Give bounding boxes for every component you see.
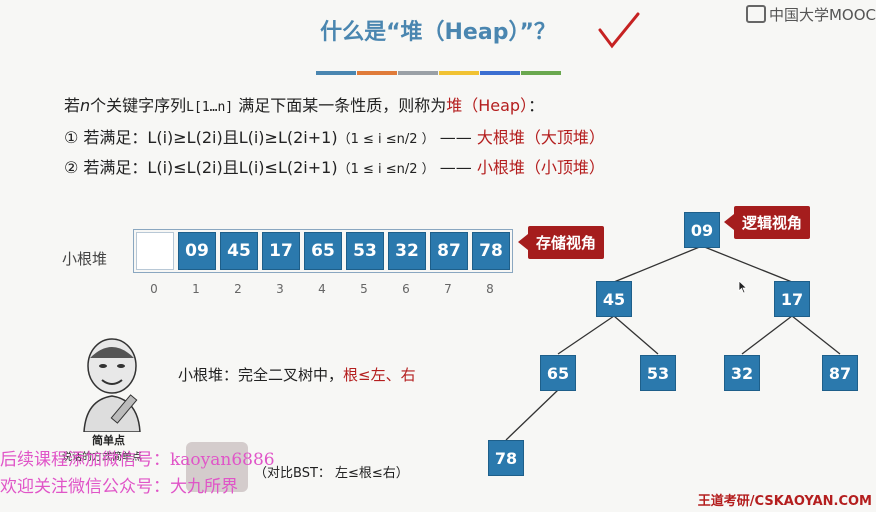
array-index: 6	[402, 282, 410, 296]
array-index: 7	[444, 282, 452, 296]
footer-brand: 王道考研/CSKAOYAN.COM	[697, 494, 872, 509]
definition-line-2: ① 若满足：L(i)≥L(2i)且L(i)≥L(2i+1)（1 ≤ i ≤n/2…	[64, 128, 605, 147]
mooc-logo: 中国大学MOOC	[745, 4, 876, 25]
accent-color-bar	[316, 60, 562, 79]
accent-swatch	[357, 71, 397, 75]
accent-swatch	[521, 71, 561, 75]
array-label: 小根堆	[62, 250, 108, 268]
tree-node-root: 09	[684, 212, 720, 248]
storage-view-tag: 存储视角	[528, 226, 605, 259]
array-index: 8	[486, 282, 494, 296]
array-index: 5	[360, 282, 368, 296]
array-cell	[136, 232, 174, 270]
array-cell: 65	[304, 232, 342, 270]
array-cell: 87	[430, 232, 468, 270]
accent-swatch	[398, 71, 438, 75]
accent-swatch	[316, 71, 356, 75]
tree-node: 53	[640, 355, 676, 391]
array-cell: 78	[472, 232, 510, 270]
array-cell: 09	[178, 232, 216, 270]
callout-pointer	[724, 214, 734, 230]
meme-face-icon	[83, 338, 141, 432]
array-cell: 53	[346, 232, 384, 270]
accent-swatch	[480, 71, 520, 75]
logo-icon	[745, 5, 766, 23]
tree-node: 17	[774, 281, 810, 317]
definition-line-1: 若n个关键字序列L[1…n] 满足下面某一条性质，则称为堆（Heap）：	[64, 96, 545, 115]
meme-caption: 简单点	[92, 434, 125, 447]
watermark-line-2: 欢迎关注微信公众号：大九所界	[0, 477, 238, 497]
checkmark-icon	[598, 12, 640, 49]
array-cell: 17	[262, 232, 300, 270]
array-cell: 32	[388, 232, 426, 270]
tree-node: 87	[822, 355, 858, 391]
definition-line-3: ② 若满足：L(i)≤L(2i)且L(i)≤L(2i+1)（1 ≤ i ≤n/2…	[64, 158, 605, 177]
watermark-line-1: 后续课程添加微信号：kaoyan6886	[0, 450, 275, 470]
slide-title: 什么是“堆（Heap）”？	[320, 20, 556, 45]
tree-node: 65	[540, 355, 576, 391]
bst-comparison-note: （对比BST： 左≤根≤右）	[254, 466, 409, 481]
logic-view-tag: 逻辑视角	[734, 206, 811, 239]
accent-swatch	[439, 71, 479, 75]
tree-node: 78	[488, 440, 524, 476]
meme-caption-2: 说话的方式简单点	[62, 452, 142, 463]
mouse-cursor-icon	[738, 280, 748, 294]
array-cell: 45	[220, 232, 258, 270]
array-index: 3	[276, 282, 284, 296]
array-index: 0	[150, 282, 158, 296]
heap-array: 09 45 17 65 53 32 87 78	[133, 229, 513, 273]
array-index: 4	[318, 282, 326, 296]
array-index: 2	[234, 282, 242, 296]
thumbnail-image	[186, 442, 248, 492]
callout-pointer	[518, 234, 528, 250]
array-index: 1	[192, 282, 200, 296]
tree-node: 32	[724, 355, 760, 391]
min-heap-rule: 小根堆：完全二叉树中，根≤左、右	[178, 366, 416, 384]
tree-node: 45	[596, 281, 632, 317]
